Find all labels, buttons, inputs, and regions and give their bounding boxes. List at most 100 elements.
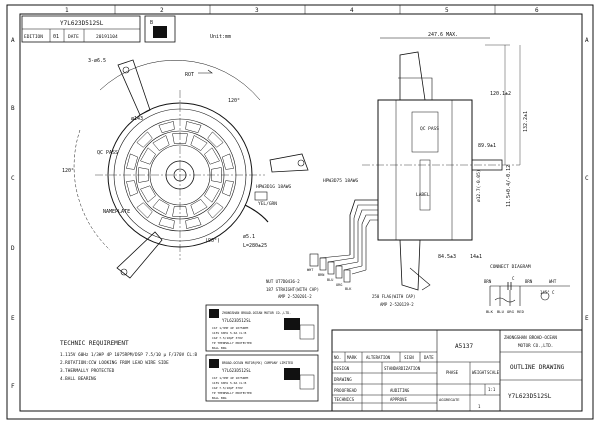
grid-row-e-right: E [585, 315, 589, 322]
edition-value: 01 [53, 34, 59, 40]
edition-label: EDITION [24, 34, 43, 40]
title-part-number: Y7L623D512SL [508, 393, 552, 400]
cap-flag-spec: 250 FLAG(WITH CAP) [372, 294, 415, 299]
stamp-approve: APPROVE [390, 397, 407, 402]
shaft-diameter: ø12.7(-0.05) [476, 169, 482, 202]
tap-2: BLU [497, 309, 505, 314]
vent-slot-outer [185, 121, 202, 133]
drawing-type: OUTLINE DRAWING [510, 364, 565, 371]
vent-slot [138, 167, 149, 183]
vent-slot [190, 199, 208, 215]
technic-requirements: TECHNIC REQUIREMENT 1.115V 60Hz 1/3HP 4P… [60, 340, 198, 382]
vent-slot [172, 133, 188, 144]
role-proofread: PROOFREAD [334, 388, 357, 393]
np2-line-2: 115V 60Hz 5.0A CL:B [212, 381, 247, 385]
rotation-arc [99, 59, 261, 101]
grid-col-2: 2 [160, 7, 164, 14]
mount-arm-bottom [116, 231, 163, 279]
grommet-label: HPW3D1G 18AWG [256, 184, 292, 190]
rev-header-date: DATE [424, 355, 434, 360]
nut-spec: NUT UT7D0436-2 [266, 279, 300, 284]
term-color-4: ORG [336, 283, 342, 287]
term-color-1: WHT [307, 268, 314, 272]
vent-slot-outer [222, 180, 234, 197]
grid-row-c: C [11, 175, 15, 182]
rotation-arrow-icon [198, 69, 213, 74]
lead-bundle [349, 199, 378, 255]
grid-col-3: 3 [255, 7, 259, 14]
cert-mark-2 [284, 368, 300, 380]
np2-company: BROAD-OCEAN MOTOR(MX) COMPANY LIMITED [222, 361, 293, 365]
np2-line-3: CAP 7.5/10μF 370V [212, 386, 243, 390]
connect-diagram-title: CONNECT DIAGRAM [490, 264, 531, 270]
technic-item-4: 4.BALL BEARING [60, 376, 97, 382]
connect-diagram: CONNECT DIAGRAM BRN C BRN WHT 145° C BLK… [484, 264, 570, 314]
grid-column-labels: 1 2 3 4 5 6 [65, 5, 539, 14]
qr-icon-2 [299, 374, 315, 390]
vent-slot-outer [126, 153, 138, 170]
np1-line-1: CAT 1/3HP 4P 1075RPM [212, 326, 248, 330]
rotation-label: ROT [185, 72, 194, 78]
side-view: 247.6 MAX. QC PASS LABEL 120.1±2 132.2±1… [323, 32, 529, 291]
grid-row-c-right: C [585, 175, 589, 182]
title-block: NO. MARK ALTERATION SIGN DATE DESIGN STA… [331, 329, 583, 412]
vent-slot-outer [207, 202, 224, 219]
ground-dia-label: ø5.1 [243, 234, 255, 240]
role-design: DESIGN [334, 366, 350, 371]
vent-slot-outer [158, 121, 175, 133]
qc-pass-front: QC PASS [97, 150, 118, 156]
b-label: B [150, 20, 153, 26]
grommet-box [254, 191, 268, 201]
dim-14: 14±1 [470, 254, 482, 260]
vent-slot [140, 185, 156, 203]
ground-length-label: L=280±25 [243, 243, 267, 249]
vent-slot [152, 135, 170, 151]
term-color-3: BLU [327, 278, 333, 282]
np2-line-5: BALL BRG [212, 396, 227, 400]
part-code: A5137 [455, 343, 473, 350]
amp-a-spec: AMP 2-520201-2 [278, 294, 312, 299]
grid-col-6: 6 [535, 7, 539, 14]
role-technics: TECHNICS [334, 397, 355, 402]
label-band [411, 111, 439, 153]
cd-temp: 145° C [540, 290, 555, 295]
vent-slots [126, 121, 234, 229]
vent-slot [152, 199, 170, 215]
vent-slot-outer [185, 217, 202, 229]
amp-b-spec: AMP 2-520129-2 [380, 302, 414, 307]
scale-label: SCALE [487, 370, 500, 375]
tap-3: ORG [507, 309, 515, 314]
rev-header-alteration: ALTERATION [366, 355, 391, 360]
nameplate-label: NAMEPLATE [103, 209, 130, 215]
vent-slot [211, 167, 222, 183]
dim-132: 132.2±1 [523, 111, 529, 132]
mount-arm-top [117, 59, 151, 116]
vent-slot [204, 147, 220, 165]
np1-model: Y7L623D512SL [222, 318, 251, 323]
vent-slot [172, 206, 188, 217]
np1-line-5: BALL BRG [212, 346, 227, 350]
dim-120: 120.1±2 [490, 91, 511, 97]
scale-value: 1:1 [488, 387, 496, 392]
cd-brn: BRN [484, 279, 492, 284]
ground-lead [244, 204, 269, 223]
stamp-auditing: AUDITING [390, 388, 410, 393]
np2-line-1: CAT 1/3HP 4P 1075RPM [212, 376, 248, 380]
page-value: 1 [478, 404, 481, 409]
vent-slot-outer [136, 202, 153, 219]
shaft-dim: 11.5+0.4/-0.12 [506, 165, 512, 207]
grid-row-f: F [11, 383, 15, 390]
np2-line-4: TP THERMALLY PROTECTED [212, 391, 252, 395]
side-mount-top [399, 51, 426, 101]
term-color-5: BLK [345, 287, 352, 291]
mount-arm-right [269, 153, 309, 173]
header-part-number: Y7L623D512SL [60, 20, 104, 27]
nameplate-1: ZHONGSHAN BROAD-OCEAN MOTOR CO.,LTD. Y7L… [205, 304, 319, 352]
date-label: DATE [68, 34, 79, 40]
motor-body [377, 99, 473, 241]
grid-row-d: D [11, 245, 15, 252]
vent-slot [190, 135, 208, 151]
dim-89: 89.9±1 [478, 143, 496, 149]
dim-84: 84.5±3 [438, 254, 456, 260]
